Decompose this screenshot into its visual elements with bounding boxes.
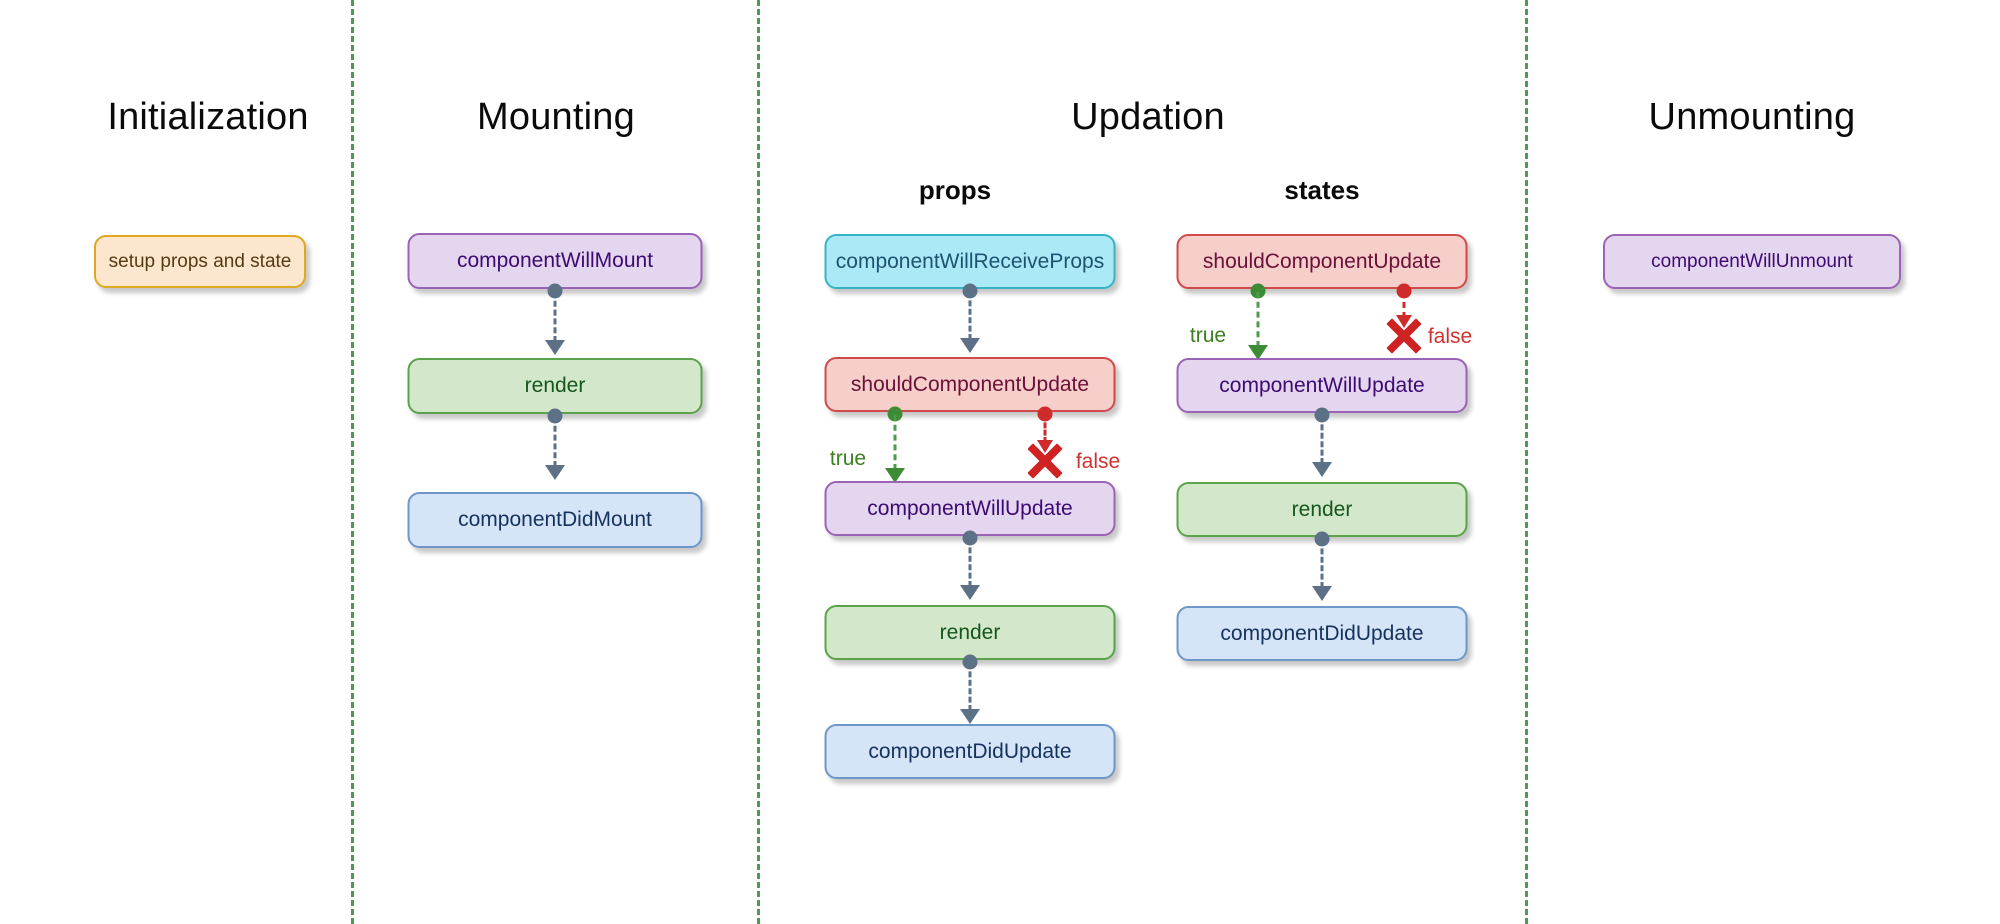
node-states-component-did-update[interactable]: componentDidUpdate — [1176, 606, 1468, 661]
blocked-cross-props-false — [1024, 440, 1066, 482]
branch-label-states-false: false — [1427, 325, 1473, 348]
arrowhead-states-true — [1248, 345, 1268, 360]
edge-props-render-to-did — [968, 663, 972, 711]
edge-props-true — [893, 415, 897, 470]
arrowhead-props-should-update — [960, 338, 980, 353]
node-props-component-did-update[interactable]: componentDidUpdate — [824, 724, 1116, 779]
column-title-unmounting: Unmounting — [1648, 96, 1856, 138]
node-component-will-receive-props[interactable]: componentWillReceiveProps — [824, 234, 1116, 289]
edge-states-true — [1256, 292, 1260, 347]
arrowhead-props-did-update — [960, 709, 980, 724]
arrowhead-states-did-update — [1312, 586, 1332, 601]
edge-props-will-update-to-render — [968, 539, 972, 587]
node-component-will-mount[interactable]: componentWillMount — [407, 233, 703, 289]
branch-dot-states-false — [1396, 283, 1412, 299]
arrowhead-props-render — [960, 585, 980, 600]
column-title-mounting: Mounting — [477, 96, 635, 138]
arrowhead-states-render — [1312, 462, 1332, 477]
connector-dot-states-will-update — [1314, 407, 1330, 423]
column-divider-2 — [757, 0, 760, 924]
node-mount-render[interactable]: render — [407, 358, 703, 414]
column-divider-3 — [1525, 0, 1528, 924]
branch-label-states-true: true — [1189, 324, 1227, 347]
node-setup-props-and-state[interactable]: setup props and state — [94, 235, 306, 288]
arrowhead-mount-render — [545, 340, 565, 355]
edge-mount-will-to-render — [553, 292, 557, 342]
subcolumn-title-states: states — [1284, 175, 1360, 205]
edge-states-false — [1402, 292, 1406, 318]
node-component-did-mount[interactable]: componentDidMount — [407, 492, 703, 548]
arrowhead-mount-did — [545, 465, 565, 480]
edge-props-receive-to-should — [968, 292, 972, 340]
connector-dot-props-receive — [962, 283, 978, 299]
edge-props-false — [1043, 415, 1047, 443]
connector-dot-props-render — [962, 654, 978, 670]
branch-label-props-false: false — [1075, 450, 1121, 473]
branch-dot-props-true — [887, 406, 903, 422]
branch-dot-props-false — [1037, 406, 1053, 422]
node-states-component-will-update[interactable]: componentWillUpdate — [1176, 358, 1468, 413]
node-component-will-unmount[interactable]: componentWillUnmount — [1603, 234, 1901, 289]
subcolumn-title-props: props — [918, 175, 992, 205]
column-title-updation: Updation — [1071, 96, 1225, 138]
connector-dot-mount-render — [547, 408, 563, 424]
connector-dot-states-render — [1314, 531, 1330, 547]
node-props-component-will-update[interactable]: componentWillUpdate — [824, 481, 1116, 536]
blocked-cross-states-false — [1383, 315, 1425, 357]
connector-dot-mount-will — [547, 283, 563, 299]
node-states-render[interactable]: render — [1176, 482, 1468, 537]
branch-label-props-true: true — [829, 447, 867, 470]
node-states-should-component-update[interactable]: shouldComponentUpdate — [1176, 234, 1468, 289]
node-props-render[interactable]: render — [824, 605, 1116, 660]
column-title-initialization: Initialization — [107, 96, 309, 138]
edge-states-render-to-did — [1320, 540, 1324, 588]
arrowhead-props-true — [885, 468, 905, 483]
connector-dot-props-will-update — [962, 530, 978, 546]
branch-dot-states-true — [1250, 283, 1266, 299]
edge-states-will-update-to-render — [1320, 416, 1324, 464]
column-divider-1 — [351, 0, 354, 924]
node-props-should-component-update[interactable]: shouldComponentUpdate — [824, 357, 1116, 412]
edge-mount-render-to-did — [553, 417, 557, 467]
